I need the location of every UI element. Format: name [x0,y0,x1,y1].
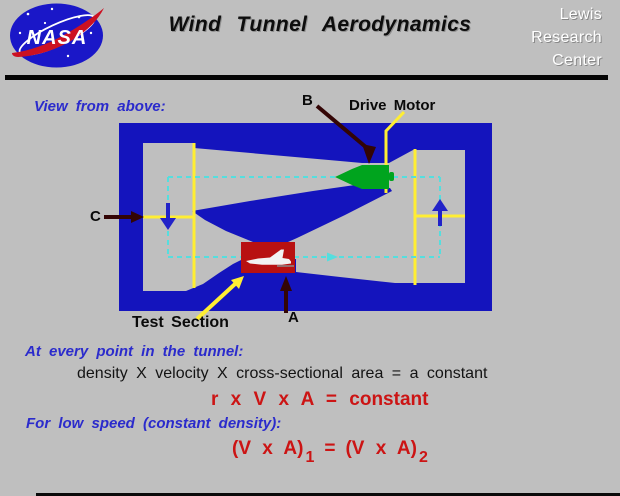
header-rule [5,75,608,80]
airplane-icon [246,249,291,265]
flow-direction-arrowhead [327,252,338,262]
label-c: C [90,208,101,225]
formula-continuity: r x V x A = constant [211,389,429,410]
tunnel-island [192,185,392,242]
test-section-box [241,242,295,273]
bottom-edge-bar [36,493,620,496]
flow-arrow-down [160,203,176,230]
nasa-logo-icon: NASA [10,3,104,68]
label-b: B [302,92,313,109]
formula2-left: (V x A) [232,438,304,459]
label-a: A [288,309,299,326]
org-line-1: Lewis [559,6,602,23]
org-name: Lewis Research Center [531,3,602,72]
tunnel-top-wall [194,143,465,163]
test-section-arrow [195,276,244,321]
org-line-3: Center [552,52,602,69]
formula-low-speed: (V x A)1=(V x A)2 [232,438,428,466]
org-line-2: Research [531,29,602,46]
formula2-sub-left: 1 [305,449,315,466]
formula2-equals: = [324,438,336,459]
pointer-arrows [104,104,376,313]
page-title: Wind Tunnel Aerodynamics [168,13,472,36]
word-equation: density X velocity X cross-sectional are… [77,365,488,382]
formula2-right: (V x A) [345,438,417,459]
pointer-arrow-b [315,104,369,150]
flow-arrow-up [432,199,448,226]
wind-tunnel-diagram [104,104,492,321]
label-drive-motor: Drive Motor [349,97,436,114]
label-test-section: Test Section [132,314,229,331]
nasa-logo-text: NASA [27,27,88,49]
equation-intro-1: At every point in the tunnel: [25,343,244,360]
view-from-above-label: View from above: [34,98,166,115]
equation-intro-2: For low speed (constant density): [26,415,282,432]
drive-motor-shape [335,165,394,189]
formula2-sub-right: 2 [418,449,428,466]
